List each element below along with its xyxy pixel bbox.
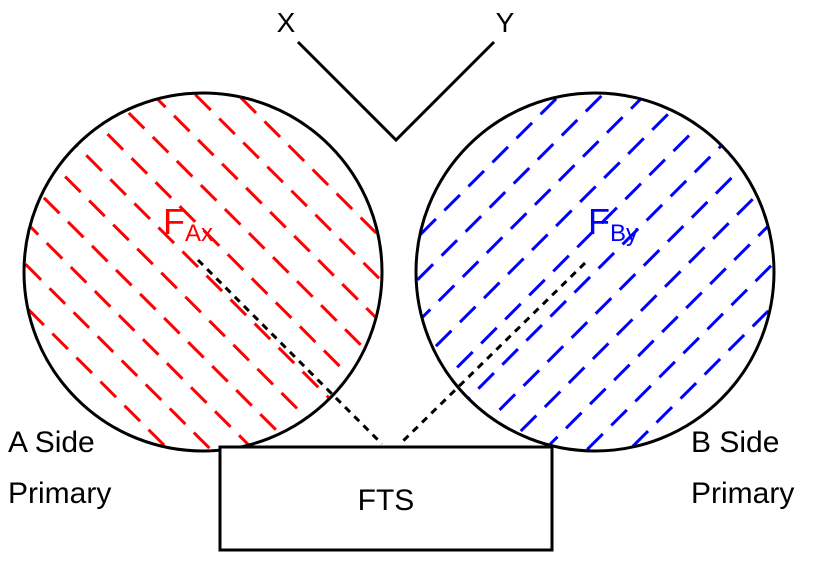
fts-box — [218, 445, 554, 552]
fts-label: FTS — [358, 484, 415, 517]
xy-axes — [296, 40, 496, 143]
a-field-line — [196, 258, 384, 446]
x-axis-label: X — [277, 7, 296, 38]
a-hatch-line — [61, 130, 345, 414]
a-hatch-line — [146, 93, 382, 329]
a-side-label-line1: A Side — [8, 426, 95, 459]
b-side-circle — [414, 91, 776, 453]
b-field-sub: By — [610, 220, 638, 247]
a-field-main: F — [163, 201, 185, 242]
a-hatch-line — [40, 151, 324, 435]
a-hatch-line — [24, 278, 197, 451]
b-field-main: F — [588, 201, 610, 242]
b-side-label-line2: Primary — [691, 477, 794, 510]
a-hatch-line — [209, 93, 382, 266]
b-hatch-line — [432, 109, 716, 393]
b-hatch-line — [453, 130, 737, 414]
y-axis-label: Y — [496, 7, 515, 38]
b-hatch-line — [416, 93, 589, 266]
b-hatch-line — [474, 151, 758, 435]
b-hatch-line — [495, 172, 774, 451]
a-hatch-line — [103, 93, 382, 372]
b-side-label-line1: B Side — [691, 426, 779, 459]
b-field-line — [398, 261, 587, 446]
a-field-label: FAx — [163, 201, 213, 247]
a-field-sub: Ax — [185, 220, 213, 247]
b-hatch-line — [416, 93, 695, 372]
a-hatch-line — [82, 109, 366, 393]
a-side-circle — [22, 91, 384, 453]
a-side-label-line2: Primary — [8, 477, 111, 510]
b-field-label: FBy — [588, 201, 638, 247]
a-hatch-line — [24, 172, 303, 451]
b-hatch-line — [416, 93, 674, 351]
b-hatch-line — [416, 93, 652, 329]
b-hatch-line — [416, 93, 631, 308]
a-hatch-line — [167, 93, 382, 308]
